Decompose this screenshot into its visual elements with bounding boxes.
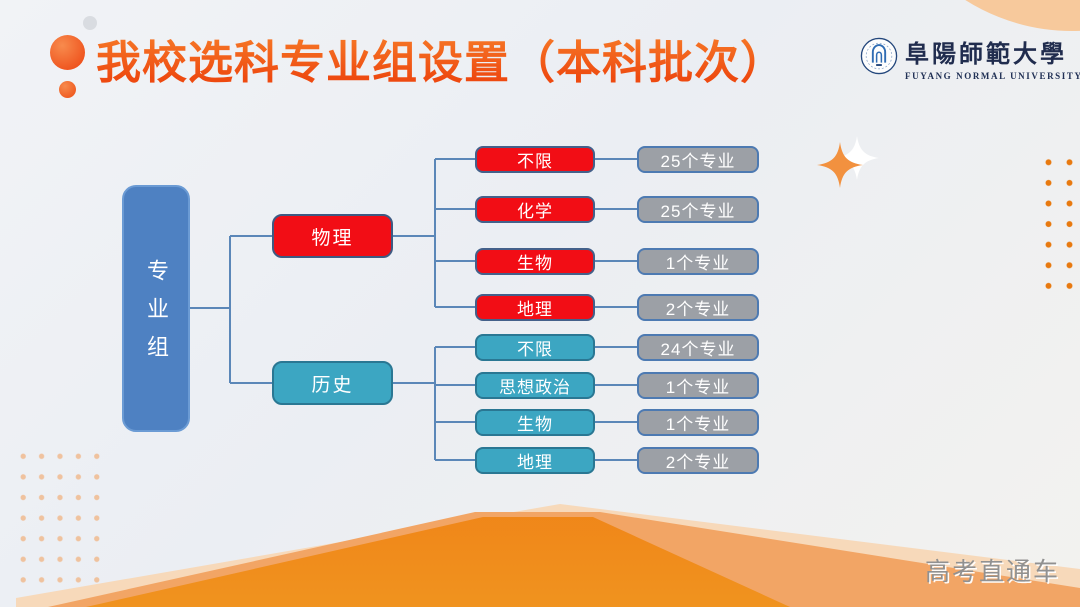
major-count-node: 1个专业 <box>637 247 759 275</box>
major-count-node: 25个专业 <box>637 145 759 173</box>
subject-node: 不限 <box>475 333 595 361</box>
page-title: 我校选科专业组设置（本科批次） <box>96 26 786 91</box>
major-count-node: 1个专业 <box>637 408 759 436</box>
university-name-cn: 阜陽師範大學 <box>905 42 1067 68</box>
title-gray-dot-icon <box>83 16 97 30</box>
sparkle-icon <box>808 134 888 198</box>
subject-node: 地理 <box>475 293 595 321</box>
major-count-node: 1个专业 <box>637 371 759 399</box>
subject-node: 地理 <box>475 446 595 474</box>
watermark-text: 高考直通车 <box>925 558 1061 586</box>
subject-node: 生物 <box>475 247 595 275</box>
subject-node: 生物 <box>475 408 595 436</box>
university-name-en: FUYANG NORMAL UNIVERSITY <box>905 71 1080 81</box>
subject-node: 化学 <box>475 195 595 223</box>
root-node-major-group: 专业组 <box>122 185 190 432</box>
university-logo: 阜陽師範大學 FUYANG NORMAL UNIVERSITY <box>860 34 1080 81</box>
major-count-node: 2个专业 <box>637 293 759 321</box>
major-count-node: 2个专业 <box>637 446 759 474</box>
dot-grid-right-decoration <box>1038 152 1080 296</box>
subject-node: 不限 <box>475 145 595 173</box>
subject-node: 思想政治 <box>475 371 595 399</box>
university-seal-icon <box>860 37 898 75</box>
major-count-node: 25个专业 <box>637 195 759 223</box>
university-name-block: 阜陽師範大學 FUYANG NORMAL UNIVERSITY <box>905 34 1080 81</box>
branch-node-physics: 物理 <box>272 214 393 258</box>
title-bullet-dot-icon <box>50 35 85 70</box>
title-bullet-small-dot-icon <box>59 81 76 98</box>
branch-node-history: 历史 <box>272 361 393 405</box>
major-count-node: 24个专业 <box>637 333 759 361</box>
